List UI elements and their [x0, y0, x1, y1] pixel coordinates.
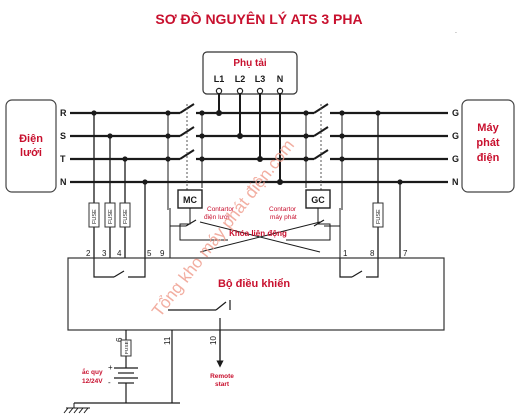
grid-terminal-r: R: [60, 108, 67, 118]
grid-fuses: FUSE FUSE FUSE: [88, 202, 131, 228]
load-drop-wires: [218, 94, 281, 182]
gen-label-2: phát: [476, 137, 500, 149]
grid-fuse-wires: [93, 113, 146, 258]
battery-label-1: ắc quy: [82, 367, 103, 376]
load-terminal-dot: [276, 87, 284, 95]
grid-label-1: Điện: [19, 133, 43, 145]
controller-relay-left: [93, 258, 146, 278]
gen-label-3: điện: [477, 152, 500, 164]
fuse-label: FUSE: [376, 209, 382, 224]
gc-desc-2: máy phát: [270, 214, 297, 221]
load-terminal-l1: L1: [214, 74, 225, 84]
title-dot-mark: .: [455, 28, 457, 35]
junction-dots: [91, 110, 403, 185]
fuse-label: FUSE: [92, 209, 98, 224]
gen-terminal-g3: G: [452, 154, 459, 164]
grid-terminal-s: S: [60, 131, 66, 141]
gen-fuse: [372, 202, 384, 228]
ground-icon: [63, 403, 90, 414]
interlock-contacts: [185, 219, 325, 227]
load-terminal-l3: L3: [255, 74, 266, 84]
remote-start-2: start: [215, 381, 230, 388]
battery-circuit: [74, 330, 180, 404]
gen-terminal-g2: G: [452, 131, 459, 141]
wire-number-2: 2: [86, 249, 91, 258]
wire-number-9: 9: [160, 249, 165, 258]
gc-desc-1: Contartor: [269, 206, 297, 213]
wire-number-5: 5: [147, 249, 152, 258]
wire-number-7: 7: [403, 249, 408, 258]
interlock-wiring: [169, 208, 341, 258]
mc-desc-2: điện lưới: [204, 214, 230, 221]
mc-code: MC: [183, 195, 197, 205]
mc-desc-1: Contartor: [207, 206, 235, 213]
remote-start-1: Remote: [210, 373, 234, 380]
load-terminal-l2: L2: [235, 74, 246, 84]
load-terminal-dot: [215, 87, 223, 95]
controller-box: Bộ điều khiển: [67, 257, 445, 331]
grid-source-box: Điện lưới: [5, 99, 57, 193]
grid-terminal-n: N: [60, 177, 67, 187]
wire-number-1: 1: [343, 249, 348, 258]
fuse-label: FUSE: [123, 209, 129, 224]
wire-number-3: 3: [102, 249, 107, 258]
fuse-label: FUSE: [124, 341, 130, 354]
contactor-mc: MC Contartor điện lưới: [177, 189, 235, 221]
battery-minus: -: [108, 378, 111, 387]
load-terminal-dot: [256, 87, 264, 95]
diagram-title: SƠ ĐỒ NGUYÊN LÝ ATS 3 PHA: [155, 10, 362, 27]
gc-code: GC: [311, 195, 325, 205]
load-terminal-n: N: [277, 74, 284, 84]
grid-label-2: lưới: [20, 147, 42, 159]
load-box: Phụ tải L1 L2 L3 N: [202, 51, 298, 95]
controller-relay-right: [339, 258, 379, 278]
gen-terminal-n: N: [452, 177, 459, 187]
generator-source-box: Máy phát điện: [461, 99, 515, 193]
grid-terminal-t: T: [60, 154, 66, 164]
coil-feed-wires: [167, 113, 343, 210]
controller-label: Bộ điều khiển: [218, 278, 290, 290]
contactor-gc: GC Contartor máy phát: [269, 189, 331, 221]
interlock-label: Khóa liên động: [229, 229, 287, 238]
fuse-label: FUSE: [108, 209, 114, 224]
gen-label-1: Máy: [477, 122, 499, 134]
battery-plus: +: [108, 363, 113, 372]
gen-terminal-g1: G: [452, 108, 459, 118]
wire-number-10: 10: [209, 336, 218, 345]
load-terminal-dot: [236, 87, 244, 95]
wire-number-4: 4: [117, 249, 122, 258]
battery-fuse: [120, 339, 132, 357]
wire-number-11: 11: [163, 336, 172, 345]
wire-number-8: 8: [370, 249, 375, 258]
battery-label-2: 12/24V: [82, 378, 103, 385]
wire-number-6: 6: [115, 337, 124, 342]
load-title: Phụ tải: [233, 58, 267, 69]
